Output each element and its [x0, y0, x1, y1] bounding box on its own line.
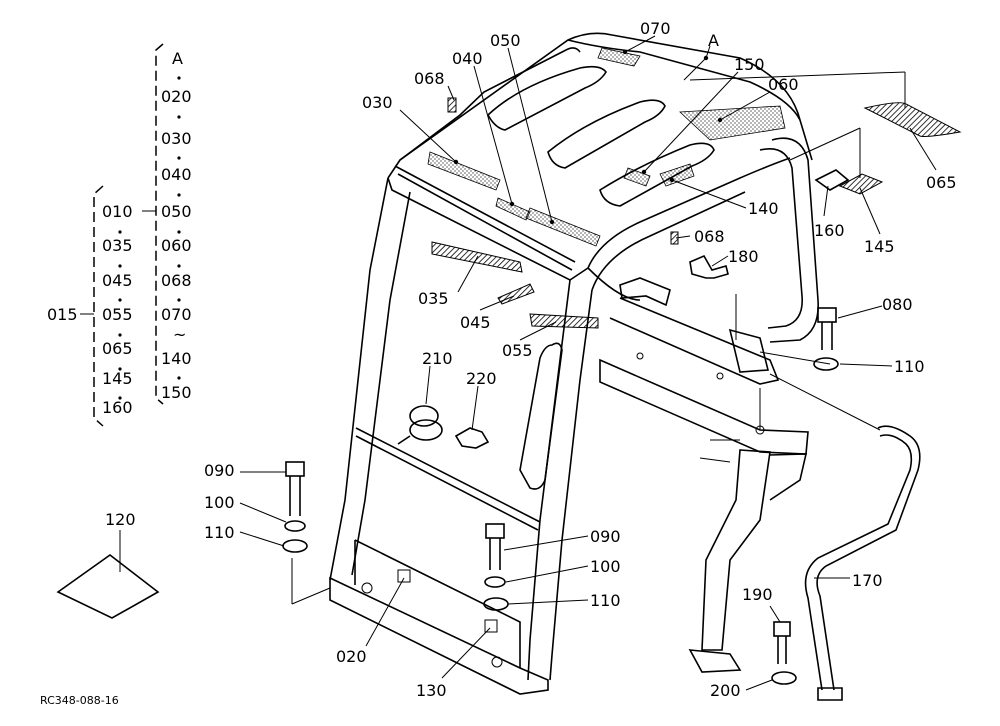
group-label: 015 [47, 305, 78, 324]
right-column-bracket [155, 43, 164, 405]
callout-020: 020 [336, 647, 367, 666]
left-col-item-5: 145 [102, 369, 133, 388]
callout-100-left: 100 [204, 493, 235, 512]
right-col-item-10: 150 [161, 383, 192, 402]
rops-canopy [329, 32, 819, 695]
callout-180: 180 [728, 247, 759, 266]
left-col-item-6: 160 [102, 398, 133, 417]
right-col-item-9: 140 [161, 349, 192, 368]
right-col-item-8: ~ [173, 325, 186, 344]
right-col-item-7: 070 [161, 305, 192, 324]
callout-045: 045 [460, 313, 491, 332]
callout-040: 040 [452, 49, 483, 68]
callout-140: 140 [748, 199, 779, 218]
callout-030: 030 [362, 93, 393, 112]
callout-050: 050 [490, 31, 521, 50]
left-col-item-1: 035 [102, 236, 133, 255]
callout-160: 160 [814, 221, 845, 240]
callout-190: 190 [742, 585, 773, 604]
callout-130: 130 [416, 681, 447, 700]
callout-170: 170 [852, 571, 883, 590]
callout-200: 200 [710, 681, 741, 700]
drawing-code: RC348-088-16 [40, 694, 119, 707]
callout-110-left: 110 [204, 523, 235, 542]
callout-220: 220 [466, 369, 497, 388]
left-col-item-0: 010 [102, 202, 133, 221]
chassis-frame [599, 277, 809, 673]
guide-lines [291, 71, 906, 605]
right-col-item-2: 030 [161, 129, 192, 148]
callout-145: 145 [864, 237, 895, 256]
left-col-item-2: 045 [102, 271, 133, 290]
callout-150: 150 [734, 55, 765, 74]
kit-table: 015 A 020 030 040 050 060 068 070 ~ 140 … [47, 43, 192, 427]
callout-090-mid: 090 [590, 527, 621, 546]
callout-090-left: 090 [204, 461, 235, 480]
left-column-bracket [93, 185, 104, 427]
left-col-item-4: 065 [102, 339, 133, 358]
manual-sheet: 120 [56, 510, 160, 619]
callout-100-mid: 100 [590, 557, 621, 576]
callout-070: 070 [640, 19, 671, 38]
callout-a: A [708, 31, 719, 50]
right-col-item-3: 040 [161, 165, 192, 184]
callout-dots [453, 49, 723, 225]
callout-110-right: 110 [894, 357, 925, 376]
callout-068-lower: 068 [694, 227, 725, 246]
right-col-item-4: 050 [161, 202, 192, 221]
right-col-item-6: 068 [161, 271, 192, 290]
right-col-item-5: 060 [161, 236, 192, 255]
leaders [239, 35, 937, 691]
right-col-item-0: A [172, 49, 183, 68]
callout-060: 060 [768, 75, 799, 94]
right-col-item-1: 020 [161, 87, 192, 106]
callout-065: 065 [926, 173, 957, 192]
hardware [282, 254, 921, 701]
callout-110-mid: 110 [590, 591, 621, 610]
callout-055: 055 [502, 341, 533, 360]
callout-labels: 070 A 050 040 068 150 060 030 065 140 16… [204, 19, 957, 700]
callout-035: 035 [418, 289, 449, 308]
callout-120: 120 [105, 510, 136, 529]
callout-080: 080 [882, 295, 913, 314]
callout-068-top: 068 [414, 69, 445, 88]
left-col-item-3: 055 [102, 305, 133, 324]
callout-210: 210 [422, 349, 453, 368]
